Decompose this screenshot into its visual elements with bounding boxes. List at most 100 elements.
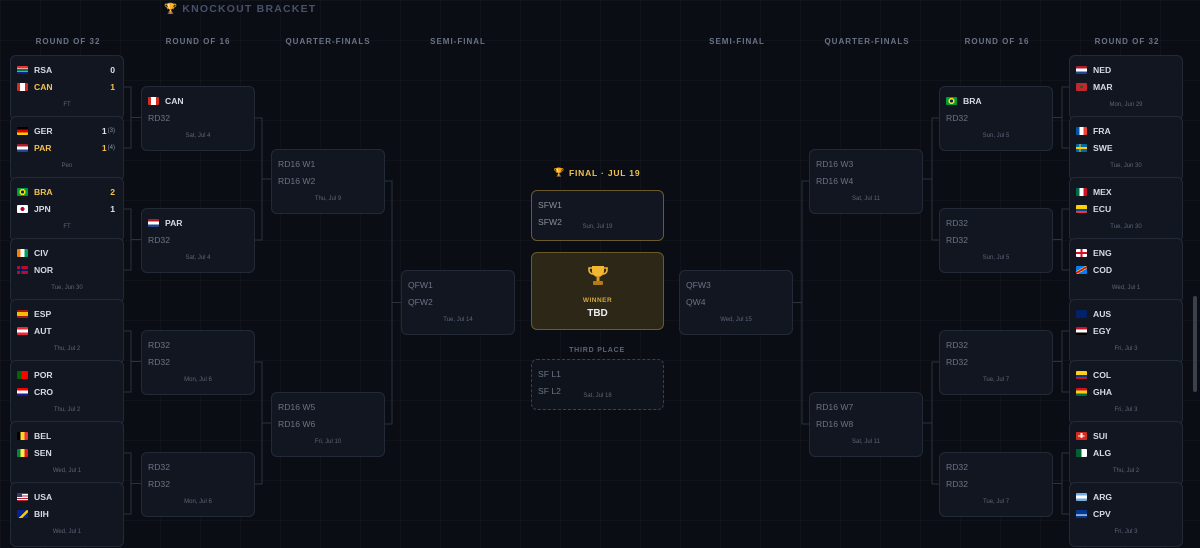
placeholder-slot[interactable]: RD16 W4 <box>816 174 914 187</box>
placeholder-slot[interactable]: SF L1 <box>538 367 655 380</box>
team-row[interactable]: SEN <box>17 446 115 459</box>
placeholder-slot[interactable]: QFW2 <box>408 295 506 308</box>
placeholder-slot[interactable]: RD32 <box>946 460 1044 473</box>
placeholder-slot[interactable]: QFW3 <box>686 278 784 291</box>
team-row[interactable]: ESP <box>17 307 115 320</box>
placeholder-slot[interactable]: RD32 <box>946 477 1044 490</box>
placeholder-slot[interactable]: RD32 <box>148 460 246 473</box>
placeholder-slot[interactable]: RD32 <box>148 111 246 124</box>
team-row[interactable]: ALG <box>1076 446 1174 459</box>
placeholder-slot[interactable]: SFW2 <box>538 215 655 228</box>
team-row[interactable]: COL <box>1076 368 1174 381</box>
placeholder-slot[interactable]: RD16 W3 <box>816 157 914 170</box>
placeholder-slot[interactable]: QFW1 <box>408 278 506 291</box>
placeholder-slot[interactable]: RD32 <box>148 355 246 368</box>
placeholder-slot[interactable]: RD16 W6 <box>278 417 376 430</box>
placeholder-slot[interactable]: RD32 <box>946 338 1044 351</box>
team-row[interactable]: SWE <box>1076 141 1174 154</box>
placeholder-slot[interactable]: RD32 <box>946 233 1044 246</box>
team-name: RD16 W8 <box>816 418 854 429</box>
team-row[interactable]: NED <box>1076 63 1174 76</box>
team-row[interactable]: FRA <box>1076 124 1174 137</box>
team-row[interactable]: BRA <box>946 94 1044 107</box>
trophy-icon <box>588 266 608 285</box>
team-row[interactable]: MAR <box>1076 80 1174 93</box>
placeholder-slot[interactable]: RD16 W8 <box>816 417 914 430</box>
placeholder-slot[interactable]: RD32 <box>946 355 1044 368</box>
team-row[interactable]: ECU <box>1076 202 1174 215</box>
team-row[interactable]: USA <box>17 490 115 503</box>
team-row[interactable]: CAN <box>148 94 246 107</box>
team-row[interactable]: PAR <box>148 216 246 229</box>
team-row[interactable]: CIV <box>17 246 115 259</box>
team-row[interactable]: BIH <box>17 507 115 520</box>
team-row[interactable]: MEX <box>1076 185 1174 198</box>
placeholder-slot[interactable]: RD32 <box>148 338 246 351</box>
placeholder-slot[interactable]: SFW1 <box>538 198 655 211</box>
placeholder-slot[interactable]: RD16 W7 <box>816 400 914 413</box>
team-row[interactable]: BEL <box>17 429 115 442</box>
team-row[interactable]: ARG <box>1076 490 1174 503</box>
team-row[interactable]: NOR <box>17 263 115 276</box>
placeholder-slot[interactable]: RD16 W1 <box>278 157 376 170</box>
team-row[interactable]: CRO <box>17 385 115 398</box>
scrollbar[interactable] <box>1193 296 1197 392</box>
team-row[interactable]: AUT <box>17 324 115 337</box>
team-row[interactable]: GHA <box>1076 385 1174 398</box>
team-row[interactable]: AUS <box>1076 307 1174 320</box>
team-row[interactable]: SUI <box>1076 429 1174 442</box>
team-row[interactable]: ENG <box>1076 246 1174 259</box>
team-row[interactable]: CPV <box>1076 507 1174 520</box>
placeholder-slot[interactable]: SF L2 <box>538 384 655 397</box>
placeholder-slot[interactable]: RD32 <box>148 477 246 490</box>
placeholder-slot[interactable]: RD16 W2 <box>278 174 376 187</box>
placeholder-slot[interactable]: QW4 <box>686 295 784 308</box>
team-row[interactable]: POR <box>17 368 115 381</box>
placeholder-slot[interactable]: RD32 <box>946 216 1044 229</box>
placeholder-slot[interactable]: RD32 <box>946 111 1044 124</box>
placeholder-slot[interactable]: RD16 W5 <box>278 400 376 413</box>
placeholder-slot[interactable]: RD32 <box>148 233 246 246</box>
team-row[interactable]: EGY <box>1076 324 1174 337</box>
match-date: Sun, Jul 5 <box>982 255 1010 261</box>
team-row[interactable]: COD <box>1076 263 1174 276</box>
